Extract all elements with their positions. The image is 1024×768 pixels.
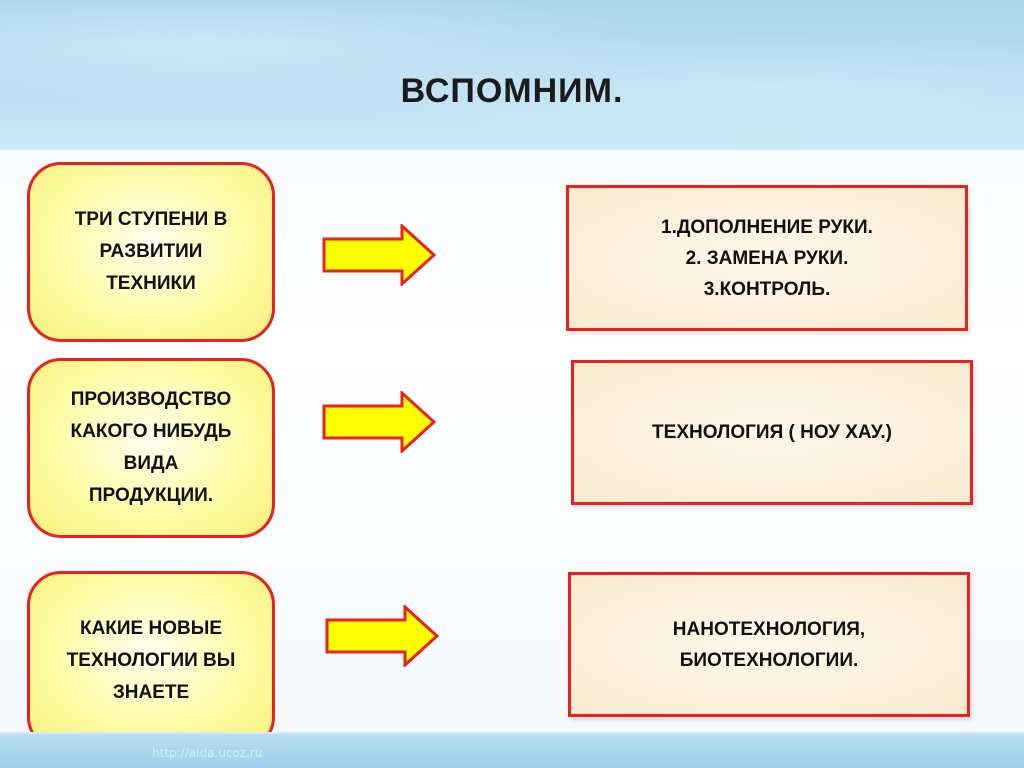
answer-box-1: 1.ДОПОЛНЕНИЕ РУКИ. 2. ЗАМЕНА РУКИ. 3.КОН… bbox=[566, 185, 968, 331]
question-box-3: КАКИЕ НОВЫЕ ТЕХНОЛОГИИ ВЫ ЗНАЕТЕ bbox=[27, 571, 275, 751]
question-box-2: ПРОИЗВОДСТВО КАКОГО НИБУДЬ ВИДА ПРОДУКЦИ… bbox=[27, 358, 275, 538]
answer-box-3: НАНОТЕХНОЛОГИЯ, БИОТЕХНОЛОГИИ. bbox=[568, 572, 970, 717]
question-box-1: ТРИ СТУПЕНИ В РАЗВИТИИ ТЕХНИКИ bbox=[27, 162, 275, 342]
right-arrow-icon bbox=[325, 605, 440, 667]
header-band bbox=[0, 0, 1024, 150]
right-arrow-icon bbox=[322, 391, 437, 453]
footer-url: http://aida.ucoz.ru bbox=[152, 746, 263, 760]
right-arrow-icon bbox=[322, 224, 437, 286]
slide-title: ВСПОМНИМ. bbox=[400, 72, 624, 110]
footer-band bbox=[0, 732, 1024, 768]
answer-box-2: ТЕХНОЛОГИЯ ( НОУ ХАУ.) bbox=[571, 360, 973, 505]
